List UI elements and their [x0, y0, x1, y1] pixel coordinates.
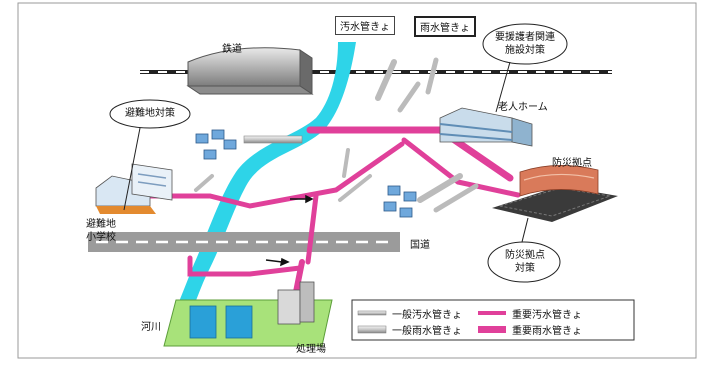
needs-support-label: 要援護者関連: [495, 32, 555, 43]
general-pipes: [194, 57, 479, 213]
evacuation-measures-label: 避難地対策: [125, 108, 175, 119]
sewage-pipe-tag: 汚水管きょ: [335, 16, 395, 35]
disaster-base-building: [492, 165, 618, 222]
needs-support-callout-text: 要援護者関連 施設対策: [485, 31, 565, 57]
river-label: 河川: [141, 322, 161, 333]
rain-pipe-tag: 雨水管きょ: [414, 16, 476, 37]
evac-school-label-1: 避難地: [86, 219, 116, 230]
legend-important-sewage: 重要汚水管きょ: [512, 310, 582, 321]
nursing-home-building: [439, 107, 533, 147]
railway-label: 鉄道: [222, 44, 242, 55]
houses: [195, 129, 417, 218]
callout-base-measures: [487, 241, 561, 283]
outer-border: [17, 2, 697, 359]
legend-swatches: [357, 310, 506, 334]
legend-general-sewage: 一般汚水管きょ: [392, 310, 462, 321]
national-road: [88, 232, 400, 252]
legend-important-rain: 重要雨水管きょ: [512, 326, 582, 337]
base-measures-label-1: 防災拠点: [505, 250, 545, 261]
railway-tunnel: [186, 47, 314, 95]
facility-measures-label: 施設対策: [505, 45, 545, 56]
treatment-plant-label: 処理場: [296, 344, 326, 355]
legend-general-rain: 一般雨水管きょ: [392, 326, 462, 337]
callout-needs-support: [482, 23, 568, 65]
national-road-label: 国道: [410, 240, 430, 251]
evacuation-callout-text: 避難地対策: [112, 107, 188, 120]
school-building: [95, 163, 173, 214]
base-measures-callout-text: 防災拠点 対策: [490, 249, 560, 275]
base-measures-label-2: 対策: [515, 263, 535, 274]
callout-evacuation: [109, 99, 191, 129]
legend-box: [351, 299, 635, 341]
nursing-home-label: 老人ホーム: [498, 102, 548, 113]
disaster-base-label: 防災拠点: [552, 158, 592, 169]
treatment-plant: [163, 281, 333, 347]
flow-arrows: [265, 194, 314, 267]
evac-school-label-2: 小学校: [86, 232, 116, 243]
